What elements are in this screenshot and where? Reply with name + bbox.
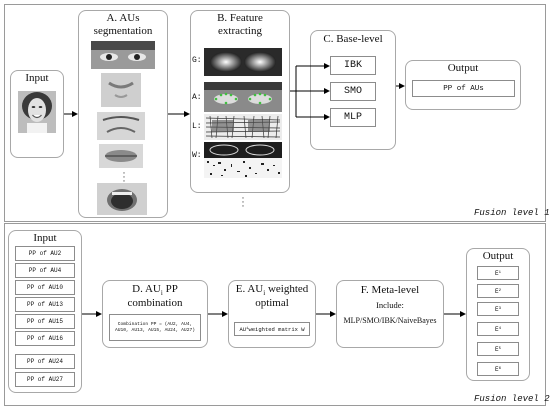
nose-crop [97,112,145,140]
l1-input-title: Input [25,72,49,84]
l2-input-title: Input [33,232,57,244]
pp-au27: PP of AU27 [15,372,75,387]
l2-output-title: Output [482,250,514,262]
l1-output-title: Output [447,62,479,74]
wavelet-feature-image [204,142,282,178]
weighted-optimal-title-1: E. AUi weighted [235,283,309,298]
meta-level-methods: MLP/SMO/IBK/NaiveBayes [343,316,437,325]
feature-extracting-title-1: B. Feature [217,12,263,24]
fusion-level-2-panel [4,223,546,406]
classifier-smo: SMO [330,82,376,101]
pp-au15: PP of AU15 [15,314,75,329]
fusion-level-1-panel [4,4,546,222]
au-segmentation-box: A. AUs segmentation ··· [78,10,168,218]
meta-level-include: Include: [376,300,404,310]
meta-level-box: F. Meta-level Include: MLP/SMO/IBK/Naive… [336,280,444,348]
more-segments-dots: ··· [122,168,126,186]
fusion-level-1-label: Fusion level 1 [474,208,550,218]
weighted-optimal-title-2: optimal [255,297,289,309]
l1-input-box: Input [10,70,64,158]
pp-of-aus: PP of AUs [412,80,515,97]
pp-combination-title-2: combination [127,297,183,309]
pp-combination-title-1: D. AUi PP [132,283,178,298]
classifier-mlp: MLP [330,108,376,127]
gabor-feature-image [204,48,282,76]
feature-label-w: W: [192,151,202,160]
face-photo [18,91,56,133]
more-features-dots: ··· [241,193,245,211]
aam-feature-image [204,82,282,112]
classifier-ibk: IBK [330,56,376,75]
feature-label-l: L: [192,122,202,131]
pp-au24: PP of AU24 [15,354,75,369]
feature-label-a: A: [192,93,202,102]
pp-au2: PP of AU2 [15,246,75,261]
brow-crop [101,73,141,107]
pp-au4: PP of AU4 [15,263,75,278]
lbp-feature-image [204,114,282,140]
base-level-title: C. Base-level [323,33,383,45]
au-segmentation-title-1: A. AUs [106,12,140,24]
meta-level-title: F. Meta-level [360,284,420,296]
pp-au10: PP of AU10 [15,280,75,295]
pp-au16: PP of AU16 [15,331,75,346]
mouth-open-crop [97,183,147,215]
feature-extracting-title-2: extracting [218,25,262,37]
lips-crop [99,144,143,168]
au-segmentation-title-2: segmentation [93,25,153,37]
feature-label-g: G: [192,56,202,65]
eyes-crop [91,41,155,69]
weighted-optimal-box: E. AUi weighted optimal [228,280,316,348]
fusion-level-2-label: Fusion level 2 [474,394,550,404]
pp-au13: PP of AU13 [15,297,75,312]
combination-pp-formula: Combination PP = (AU2, AU4, AU10, AU13, … [109,314,201,341]
